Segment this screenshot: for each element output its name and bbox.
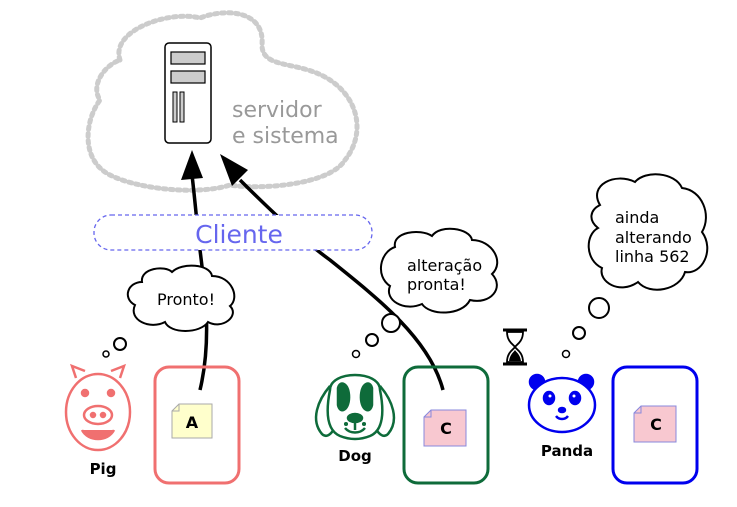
panda-thought-bubble: ainda alterando linha 562 <box>561 173 709 359</box>
dog-thought-line1: alteração <box>407 256 482 275</box>
dog-workspace <box>402 365 490 485</box>
panda-thought-line3: linha 562 <box>615 247 690 266</box>
panda-file-letter: C <box>650 415 662 434</box>
dog-thought-bubble: alteração pronta! <box>351 227 499 359</box>
panda-workspace <box>611 365 699 485</box>
panda-face-icon <box>527 373 597 434</box>
pig-arrowhead <box>181 150 203 180</box>
server-cloud <box>85 10 360 193</box>
dog-commit-arrow <box>238 178 445 391</box>
server-tower-icon <box>164 42 212 144</box>
cloud-icon <box>85 10 360 193</box>
dog-name: Dog <box>338 447 372 465</box>
pig-file-letter: A <box>186 413 199 432</box>
pig-workspace <box>153 365 241 485</box>
file-icon <box>171 403 213 439</box>
dog-arrowhead <box>220 154 248 186</box>
pig-thought-bubble: Pronto! <box>102 264 236 358</box>
pig-thought-text: Pronto! <box>157 290 215 309</box>
panda-thought-line2: alterando <box>615 228 692 247</box>
server-label-line2: e sistema <box>232 124 339 149</box>
panda-thought-line1: ainda <box>615 208 659 227</box>
file-icon <box>423 409 467 447</box>
pig-face-icon <box>64 363 132 452</box>
dog-face-icon <box>314 373 396 441</box>
dog-file-letter: C <box>440 419 452 438</box>
hourglass-icon <box>503 328 527 366</box>
panda-name: Panda <box>541 442 593 460</box>
client-label: Cliente <box>195 220 283 249</box>
pig-commit-arrow <box>190 174 209 391</box>
connection-arrows <box>181 150 445 391</box>
server-label-line1: servidor <box>232 98 323 123</box>
client-box: Cliente <box>93 214 373 251</box>
file-icon <box>633 405 677 443</box>
pig-name: Pig <box>90 460 117 478</box>
dog-thought-line2: pronta! <box>407 275 466 294</box>
